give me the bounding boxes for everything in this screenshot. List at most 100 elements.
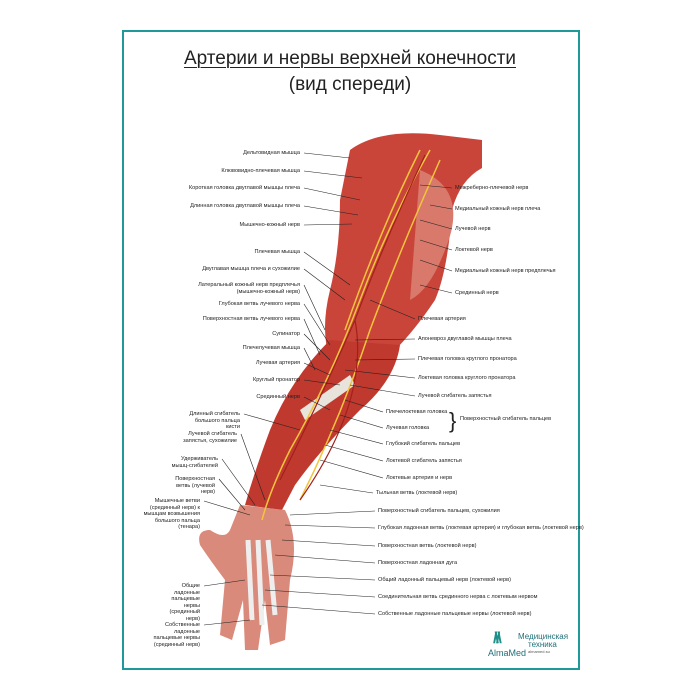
right-label: Локтевые артерия и нерв [386, 475, 453, 481]
brace-label: Поверхностный сгибатель пальцев [460, 416, 552, 422]
logo-brand: AlmaMed [488, 648, 527, 658]
leader-line [344, 399, 384, 413]
leader-line [419, 219, 453, 230]
leader-line [284, 524, 376, 529]
right-label: Срединный нерв [455, 290, 499, 296]
left-label: Лучевой сгибатель запястья, сухожилие [183, 431, 237, 444]
leader-line [240, 433, 266, 501]
right-label: Поверхностная ладонная дуга [378, 560, 458, 566]
leader-line [319, 484, 374, 494]
right-label: Тыльная ветвь (локтевой нерв) [376, 490, 458, 496]
forearm-muscles [245, 340, 400, 510]
left-label: Короткая головка двуглавой мышцы плеча [188, 185, 300, 191]
right-label: Лучевая головка [386, 425, 430, 431]
left-label: Лучевая артерия [255, 360, 300, 366]
left-label: Плечевая мышца [254, 249, 300, 255]
right-label: Локтевой сгибатель запястья [386, 458, 462, 464]
right-label: Межреберно-плечевой нерв [455, 185, 529, 191]
left-label: Дельтовидная мышца [243, 150, 300, 156]
left-label: Плечелучевая мышца [242, 345, 300, 351]
left-label: Мышечно-кожный нерв [239, 222, 300, 228]
leader-line [354, 358, 416, 361]
leader-line [303, 152, 351, 159]
leader-lines [203, 152, 453, 626]
left-label: Поверхностная ветвь лучевого нерва [202, 316, 300, 322]
left-label: Круглый пронатор [252, 377, 300, 383]
leader-line [243, 413, 301, 431]
leader-line [303, 251, 351, 286]
right-label: Общий ладонный пальцевый нерв (локтевой … [378, 577, 511, 583]
brace: } [449, 408, 457, 433]
right-label: Медиальный кожный нерв плеча [455, 206, 541, 212]
left-label: Общие ладонные пальцевые нервы (срединны… [169, 583, 200, 622]
left-label: Удерживатель мышц-сгибателей [171, 456, 218, 469]
leader-line [349, 384, 416, 397]
leader-line [329, 429, 384, 445]
left-label: Длинная головка двуглавой мышцы плеча [190, 203, 300, 209]
right-label: Глубокий сгибатель пальцев [386, 441, 461, 447]
leader-line [369, 299, 416, 320]
leader-line [303, 333, 331, 361]
leader-line [419, 284, 453, 294]
leader-line [303, 396, 331, 411]
leader-line [203, 500, 251, 516]
leader-line [221, 458, 256, 506]
right-label: Плечелоктевая головка [386, 409, 448, 415]
right-label: Глубокая ладонная ветвь (локтевая артери… [378, 525, 584, 531]
right-label: Лучевой нерв [455, 226, 491, 232]
poster-subtitle: (вид спереди) [288, 74, 412, 95]
leader-line [303, 284, 326, 331]
leader-line [203, 579, 246, 587]
logo-site: almamed.su [528, 649, 550, 654]
left-label: Клювовидно-плечевая мышца [221, 168, 300, 174]
leader-line [303, 303, 331, 346]
leader-line [303, 379, 341, 386]
left-label: Длинный сгибатель большого пальца кисти [189, 411, 240, 431]
right-label: Соединительная ветвь срединного нерва с … [378, 594, 538, 600]
leader-line [354, 338, 416, 341]
nerves [261, 149, 441, 521]
logo-name-line1: Медицинская [518, 632, 569, 641]
leader-line [319, 459, 384, 479]
leader-line [203, 619, 251, 626]
leader-line [303, 170, 363, 179]
leader-line [218, 478, 246, 511]
leader-line [419, 259, 453, 272]
logo-mark-icon: /\/\ [493, 630, 502, 647]
leader-line [303, 223, 353, 226]
leader-line [303, 347, 316, 371]
leader-line [303, 362, 331, 376]
right-label: Плечевая головка круглого пронатора [418, 356, 517, 362]
right-label: Локтевой нерв [455, 247, 493, 253]
leader-line [303, 187, 361, 201]
leader-line [339, 414, 384, 429]
leader-line [303, 205, 359, 216]
left-label: Латеральный кожный нерв предплечья (мыше… [198, 282, 300, 295]
forearm-tendons [300, 375, 355, 420]
leader-line [281, 539, 376, 547]
leader-line [419, 184, 453, 189]
right-label: Плечевая артерия [418, 316, 466, 322]
left-label: Собственные ладонные пальцевые нервы (ср… [153, 622, 200, 648]
leader-line [264, 589, 376, 598]
right-label: Апоневроз двуглавой мышцы плеча [418, 336, 512, 342]
palm-tendons [245, 539, 278, 626]
right-label: Поверхностная ветвь (локтевой нерв) [378, 543, 477, 549]
almamed-logo: /\/\ AlmaMed Медицинская техника almamed… [488, 630, 578, 662]
left-label: Мышечные ветви (срединный нерв) к мышцам… [143, 498, 200, 531]
leader-line [261, 604, 376, 615]
poster-title: Артерии и нервы верхней конечности [183, 48, 517, 69]
arm-drawing [199, 133, 482, 650]
right-label: Поверхностный сгибатель пальцев, сухожил… [378, 508, 500, 514]
left-label: Срединный нерв [256, 394, 300, 400]
leader-line [419, 239, 453, 251]
hand [199, 505, 294, 650]
leader-line [269, 574, 376, 581]
left-label: Глубокая ветвь лучевого нерва [218, 301, 300, 307]
leader-line [344, 369, 416, 379]
right-label: Лучевой сгибатель запястья [418, 393, 492, 399]
left-label: Поверхностная ветвь (лучевой нерв) [175, 476, 215, 496]
leader-line [289, 510, 376, 516]
